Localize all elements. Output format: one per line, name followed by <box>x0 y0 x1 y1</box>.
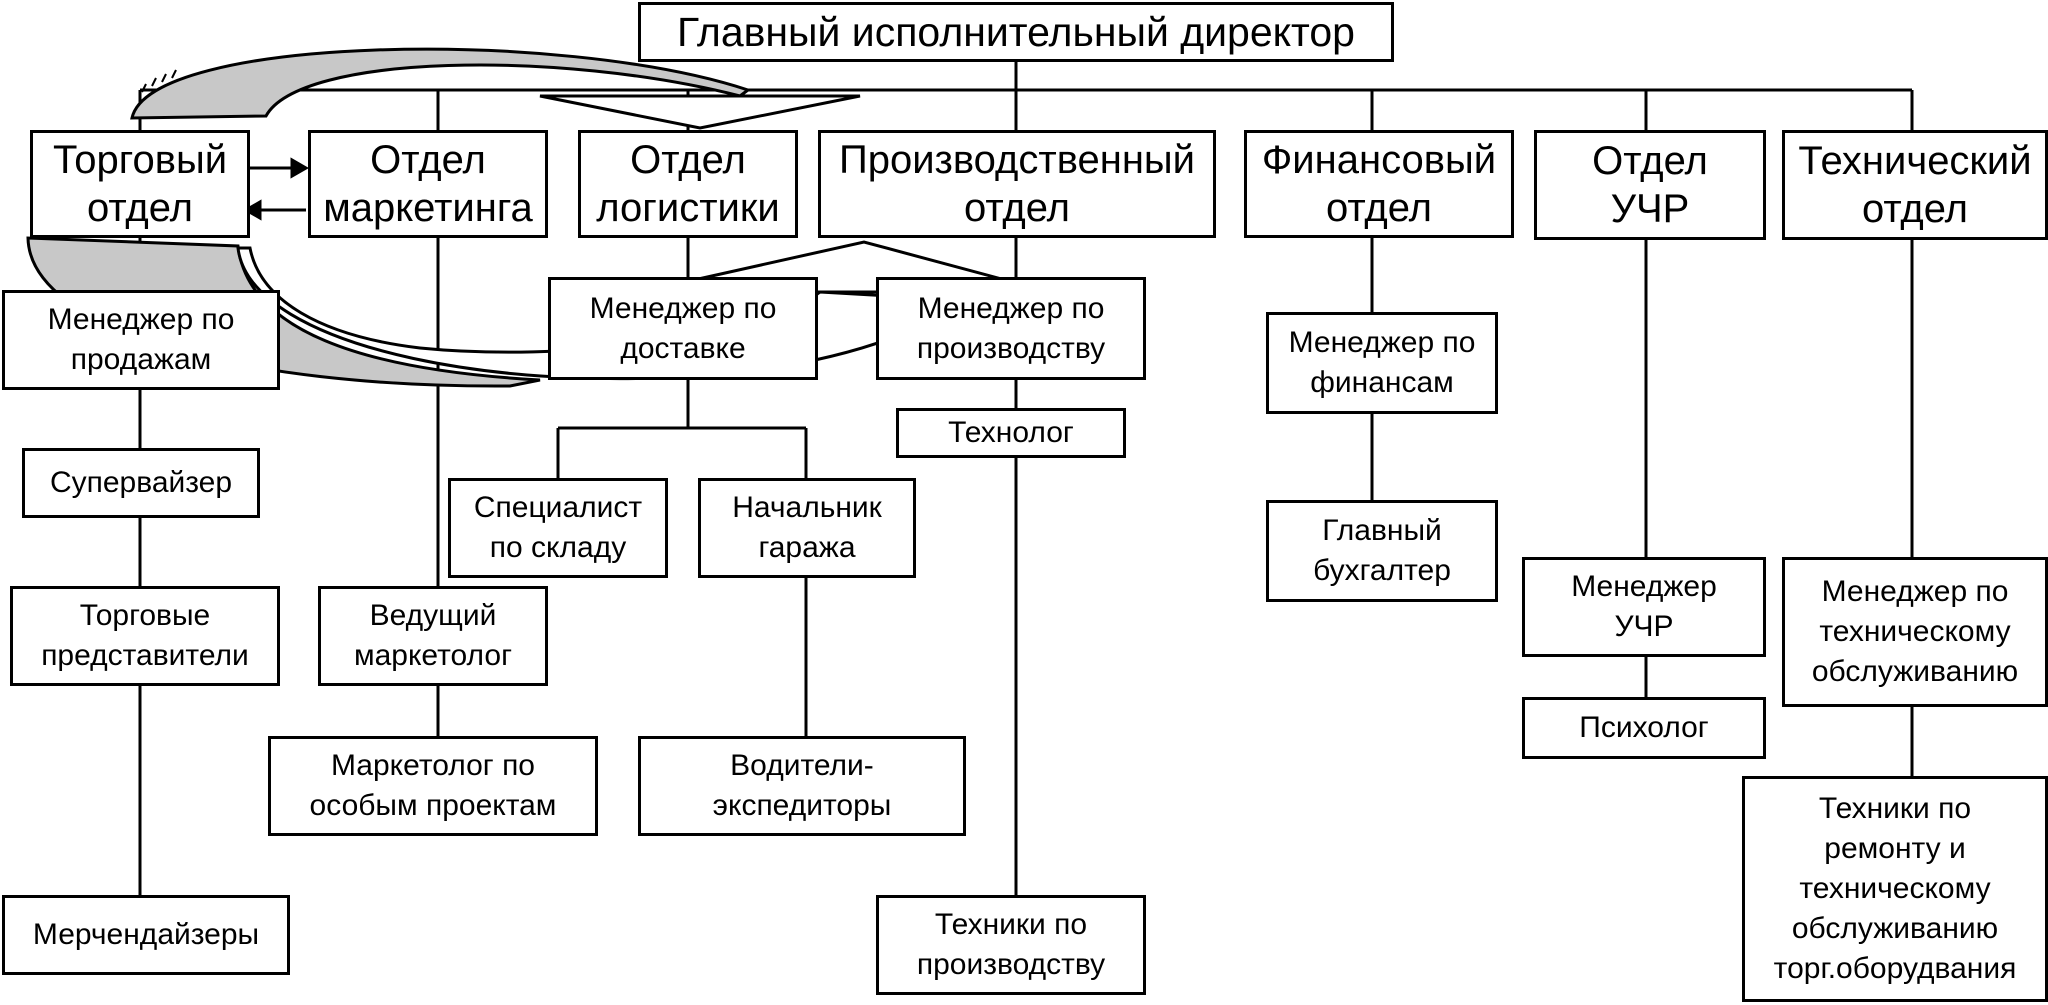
production-technicians: Техники по производству <box>876 895 1146 995</box>
connector-lines <box>138 60 1914 897</box>
dept-logistics: Отдел логистики <box>578 130 798 238</box>
garage-chief: Начальник гаража <box>698 478 916 578</box>
merchandisers: Мерчендайзеры <box>2 895 290 975</box>
dept-hr: Отдел УЧР <box>1534 130 1766 240</box>
maintenance-manager: Менеджер по техническому обслуживанию <box>1782 557 2048 707</box>
sales-representatives: Торговые представители <box>10 586 280 686</box>
dept-technical: Технический отдел <box>1782 130 2048 240</box>
special-projects-marketer: Маркетолог по особым проектам <box>268 736 598 836</box>
ceo-box: Главный исполнительный директор <box>638 2 1394 62</box>
hr-manager: Менеджер УЧР <box>1522 557 1766 657</box>
technologist: Технолог <box>896 408 1126 458</box>
driver-forwarders: Водители- экспедиторы <box>638 736 966 836</box>
psychologist: Психолог <box>1522 697 1766 759</box>
dept-marketing: Отдел маркетинга <box>308 130 548 238</box>
warehouse-specialist: Специалист по складу <box>448 478 668 578</box>
white-arrow-head-top <box>539 94 861 130</box>
supervisor: Супервайзер <box>22 448 260 518</box>
arrow-hatch-marks <box>141 69 177 93</box>
dept-sales: Торговый отдел <box>30 130 250 238</box>
chief-accountant: Главный бухгалтер <box>1266 500 1498 602</box>
dept-production: Производственный отдел <box>818 130 1216 238</box>
lead-marketer: Ведущий маркетолог <box>318 586 548 686</box>
finance-manager: Менеджер по финансам <box>1266 312 1498 414</box>
production-manager: Менеджер по производству <box>876 277 1146 380</box>
sales-marketing-link-arrows <box>242 157 310 221</box>
equipment-repair-technicians: Техники по ремонту и техническому обслуж… <box>1742 776 2048 1002</box>
gray-curved-arrow-top <box>130 47 752 120</box>
dept-finance: Финансовый отдел <box>1244 130 1514 238</box>
delivery-manager: Менеджер по доставке <box>548 277 818 380</box>
sales-manager: Менеджер по продажам <box>2 290 280 390</box>
